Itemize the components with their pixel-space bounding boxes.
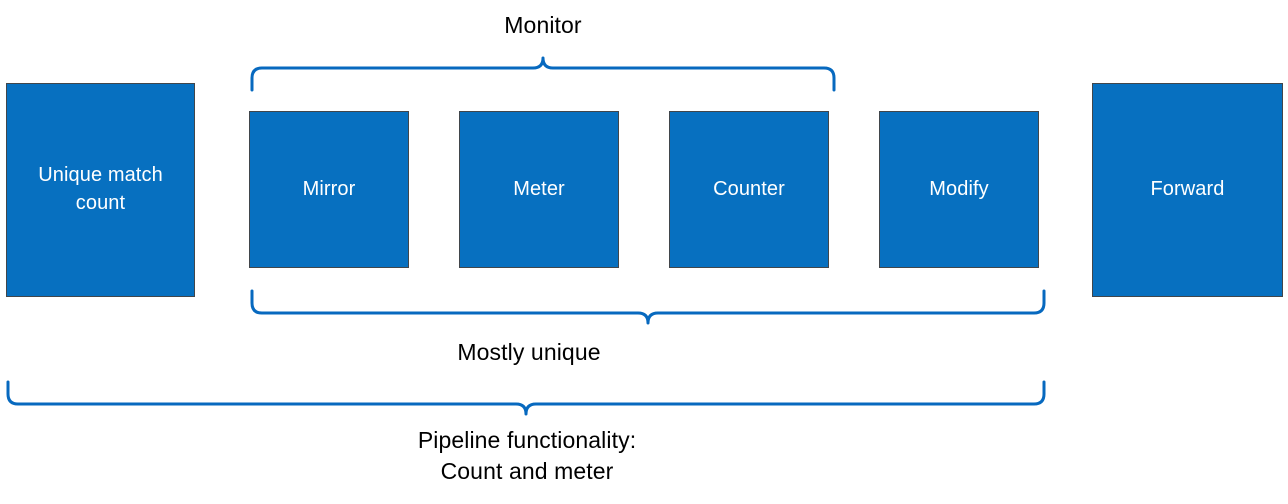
brace-pipeline-functionality	[6, 380, 1046, 416]
brace-label-mostly-unique: Mostly unique	[457, 339, 601, 365]
box-modify[interactable]: Modify	[879, 111, 1039, 268]
box-unique-match-count[interactable]: Unique match count	[6, 83, 195, 297]
box-counter[interactable]: Counter	[669, 111, 829, 268]
box-meter[interactable]: Meter	[459, 111, 619, 268]
box-forward[interactable]: Forward	[1092, 83, 1283, 297]
brace-label-pipeline-functionality: Pipeline functionality: Count and meter	[417, 427, 637, 484]
brace-label-monitor: Monitor	[504, 12, 582, 38]
box-mirror[interactable]: Mirror	[249, 111, 409, 268]
brace-monitor	[250, 56, 836, 92]
brace-mostly-unique	[250, 289, 1046, 325]
